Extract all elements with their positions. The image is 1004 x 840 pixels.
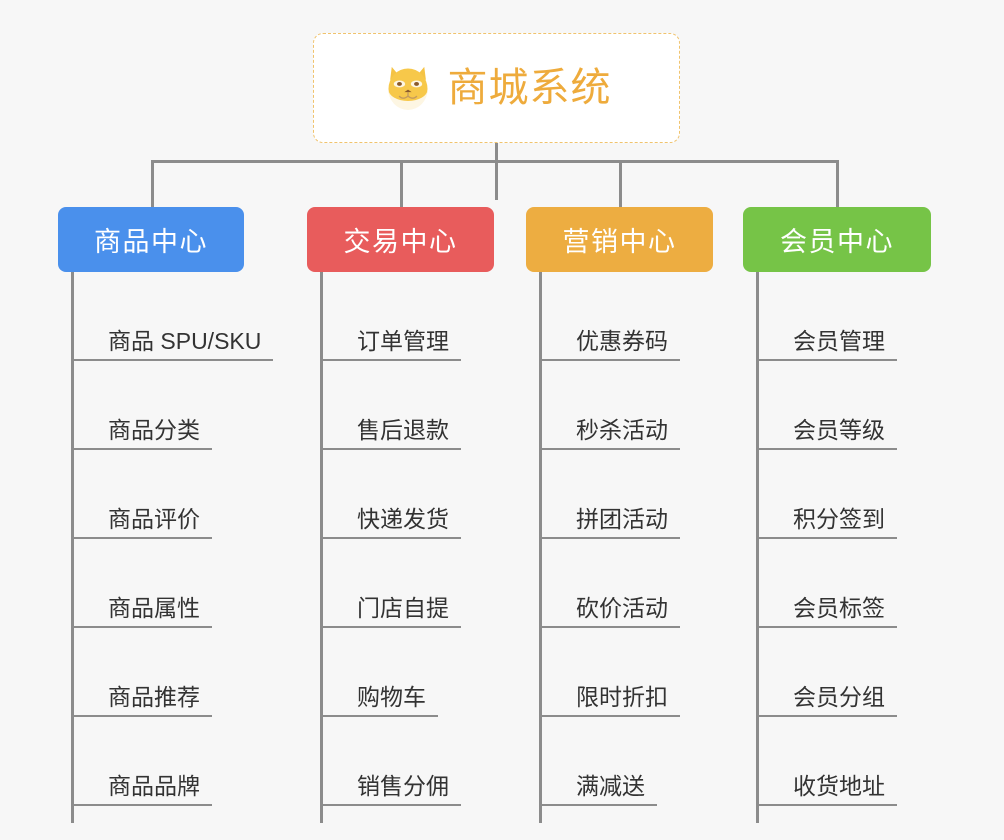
leaf-label: 积分签到: [793, 506, 885, 533]
leaf-item[interactable]: 会员等级: [759, 361, 897, 450]
leaf-item[interactable]: 销售分佣: [323, 717, 461, 806]
leaf-label: 商品推荐: [108, 684, 200, 711]
leaf-label: 限时折扣: [576, 684, 668, 711]
leaf-item[interactable]: 商品属性: [74, 539, 212, 628]
leaf-item[interactable]: 售后退款: [323, 361, 461, 450]
leaf-item[interactable]: 砍价活动: [542, 539, 680, 628]
leaf-item[interactable]: 商品推荐: [74, 628, 212, 717]
leaf-label: 门店自提: [357, 595, 449, 622]
leaf-item[interactable]: 商品 SPU/SKU: [74, 272, 274, 361]
branch-node-4-label: 会员中心: [780, 227, 894, 257]
leaf-label: 快递发货: [357, 506, 449, 533]
leaf-item[interactable]: 限时折扣: [542, 628, 680, 717]
leaf-label: 会员标签: [793, 595, 885, 622]
leaf-item[interactable]: 会员管理: [759, 272, 897, 361]
leaf-item[interactable]: 订单管理: [323, 272, 461, 361]
leaf-label: 拼团活动: [576, 506, 668, 533]
leaf-item[interactable]: 优惠券码: [542, 272, 680, 361]
leaf-item[interactable]: 会员标签: [759, 539, 897, 628]
leaf-label: 售后退款: [357, 417, 449, 444]
branch-node-3[interactable]: 营销中心: [526, 207, 713, 272]
leaf-item[interactable]: 快递发货: [323, 450, 461, 539]
leaf-label: 商品属性: [108, 595, 200, 622]
branch-node-2-label: 交易中心: [343, 227, 458, 257]
leaf-item[interactable]: 拼团活动: [542, 450, 680, 539]
branch-node-1-label: 商品中心: [94, 227, 208, 257]
leaf-label: 销售分佣: [357, 773, 449, 800]
shiba-dog-face-icon: [388, 66, 427, 110]
leaf-label: 订单管理: [357, 328, 449, 355]
leaf-label: 商品品牌: [108, 773, 200, 800]
branch-node-1[interactable]: 商品中心: [58, 207, 244, 272]
leaf-item[interactable]: 会员分组: [759, 628, 897, 717]
root-node[interactable]: 商城系统: [313, 33, 680, 143]
leaf-label: 会员分组: [793, 684, 885, 711]
leaf-spine-2: [320, 272, 323, 823]
leaf-label: 商品分类: [108, 417, 200, 444]
leaf-item[interactable]: 积分签到: [759, 450, 897, 539]
leaf-item[interactable]: 满减送: [542, 717, 657, 806]
connector-drop-2: [400, 160, 403, 207]
connector-drop-1: [151, 160, 154, 207]
leaf-label: 优惠券码: [576, 328, 668, 355]
leaf-spine-3: [539, 272, 542, 823]
leaf-label: 满减送: [576, 773, 645, 800]
leaf-label: 商品 SPU/SKU: [108, 328, 262, 355]
branch-node-2[interactable]: 交易中心: [307, 207, 494, 272]
connector-horizontal-bus: [151, 160, 839, 163]
leaf-item[interactable]: 购物车: [323, 628, 438, 717]
leaf-item[interactable]: 门店自提: [323, 539, 461, 628]
leaf-spine-4: [756, 272, 759, 823]
connector-drop-4: [836, 160, 839, 207]
leaf-item[interactable]: 商品分类: [74, 361, 212, 450]
leaf-label: 会员等级: [793, 417, 885, 444]
leaf-label: 会员管理: [793, 328, 885, 355]
leaf-item[interactable]: 商品评价: [74, 450, 212, 539]
leaf-label: 秒杀活动: [576, 417, 668, 444]
branch-node-4[interactable]: 会员中心: [743, 207, 931, 272]
leaf-spine-1: [71, 272, 74, 823]
leaf-item[interactable]: 秒杀活动: [542, 361, 680, 450]
leaf-item[interactable]: 收货地址: [759, 717, 897, 806]
branch-node-3-label: 营销中心: [562, 227, 677, 257]
leaf-label: 商品评价: [108, 506, 200, 533]
leaf-label: 砍价活动: [576, 595, 668, 622]
leaf-item[interactable]: 商品品牌: [74, 717, 212, 806]
leaf-label: 购物车: [357, 684, 426, 711]
connector-root-stem: [495, 143, 498, 200]
connector-drop-3: [619, 160, 622, 207]
root-title: 商城系统: [447, 66, 612, 110]
leaf-label: 收货地址: [793, 773, 885, 800]
